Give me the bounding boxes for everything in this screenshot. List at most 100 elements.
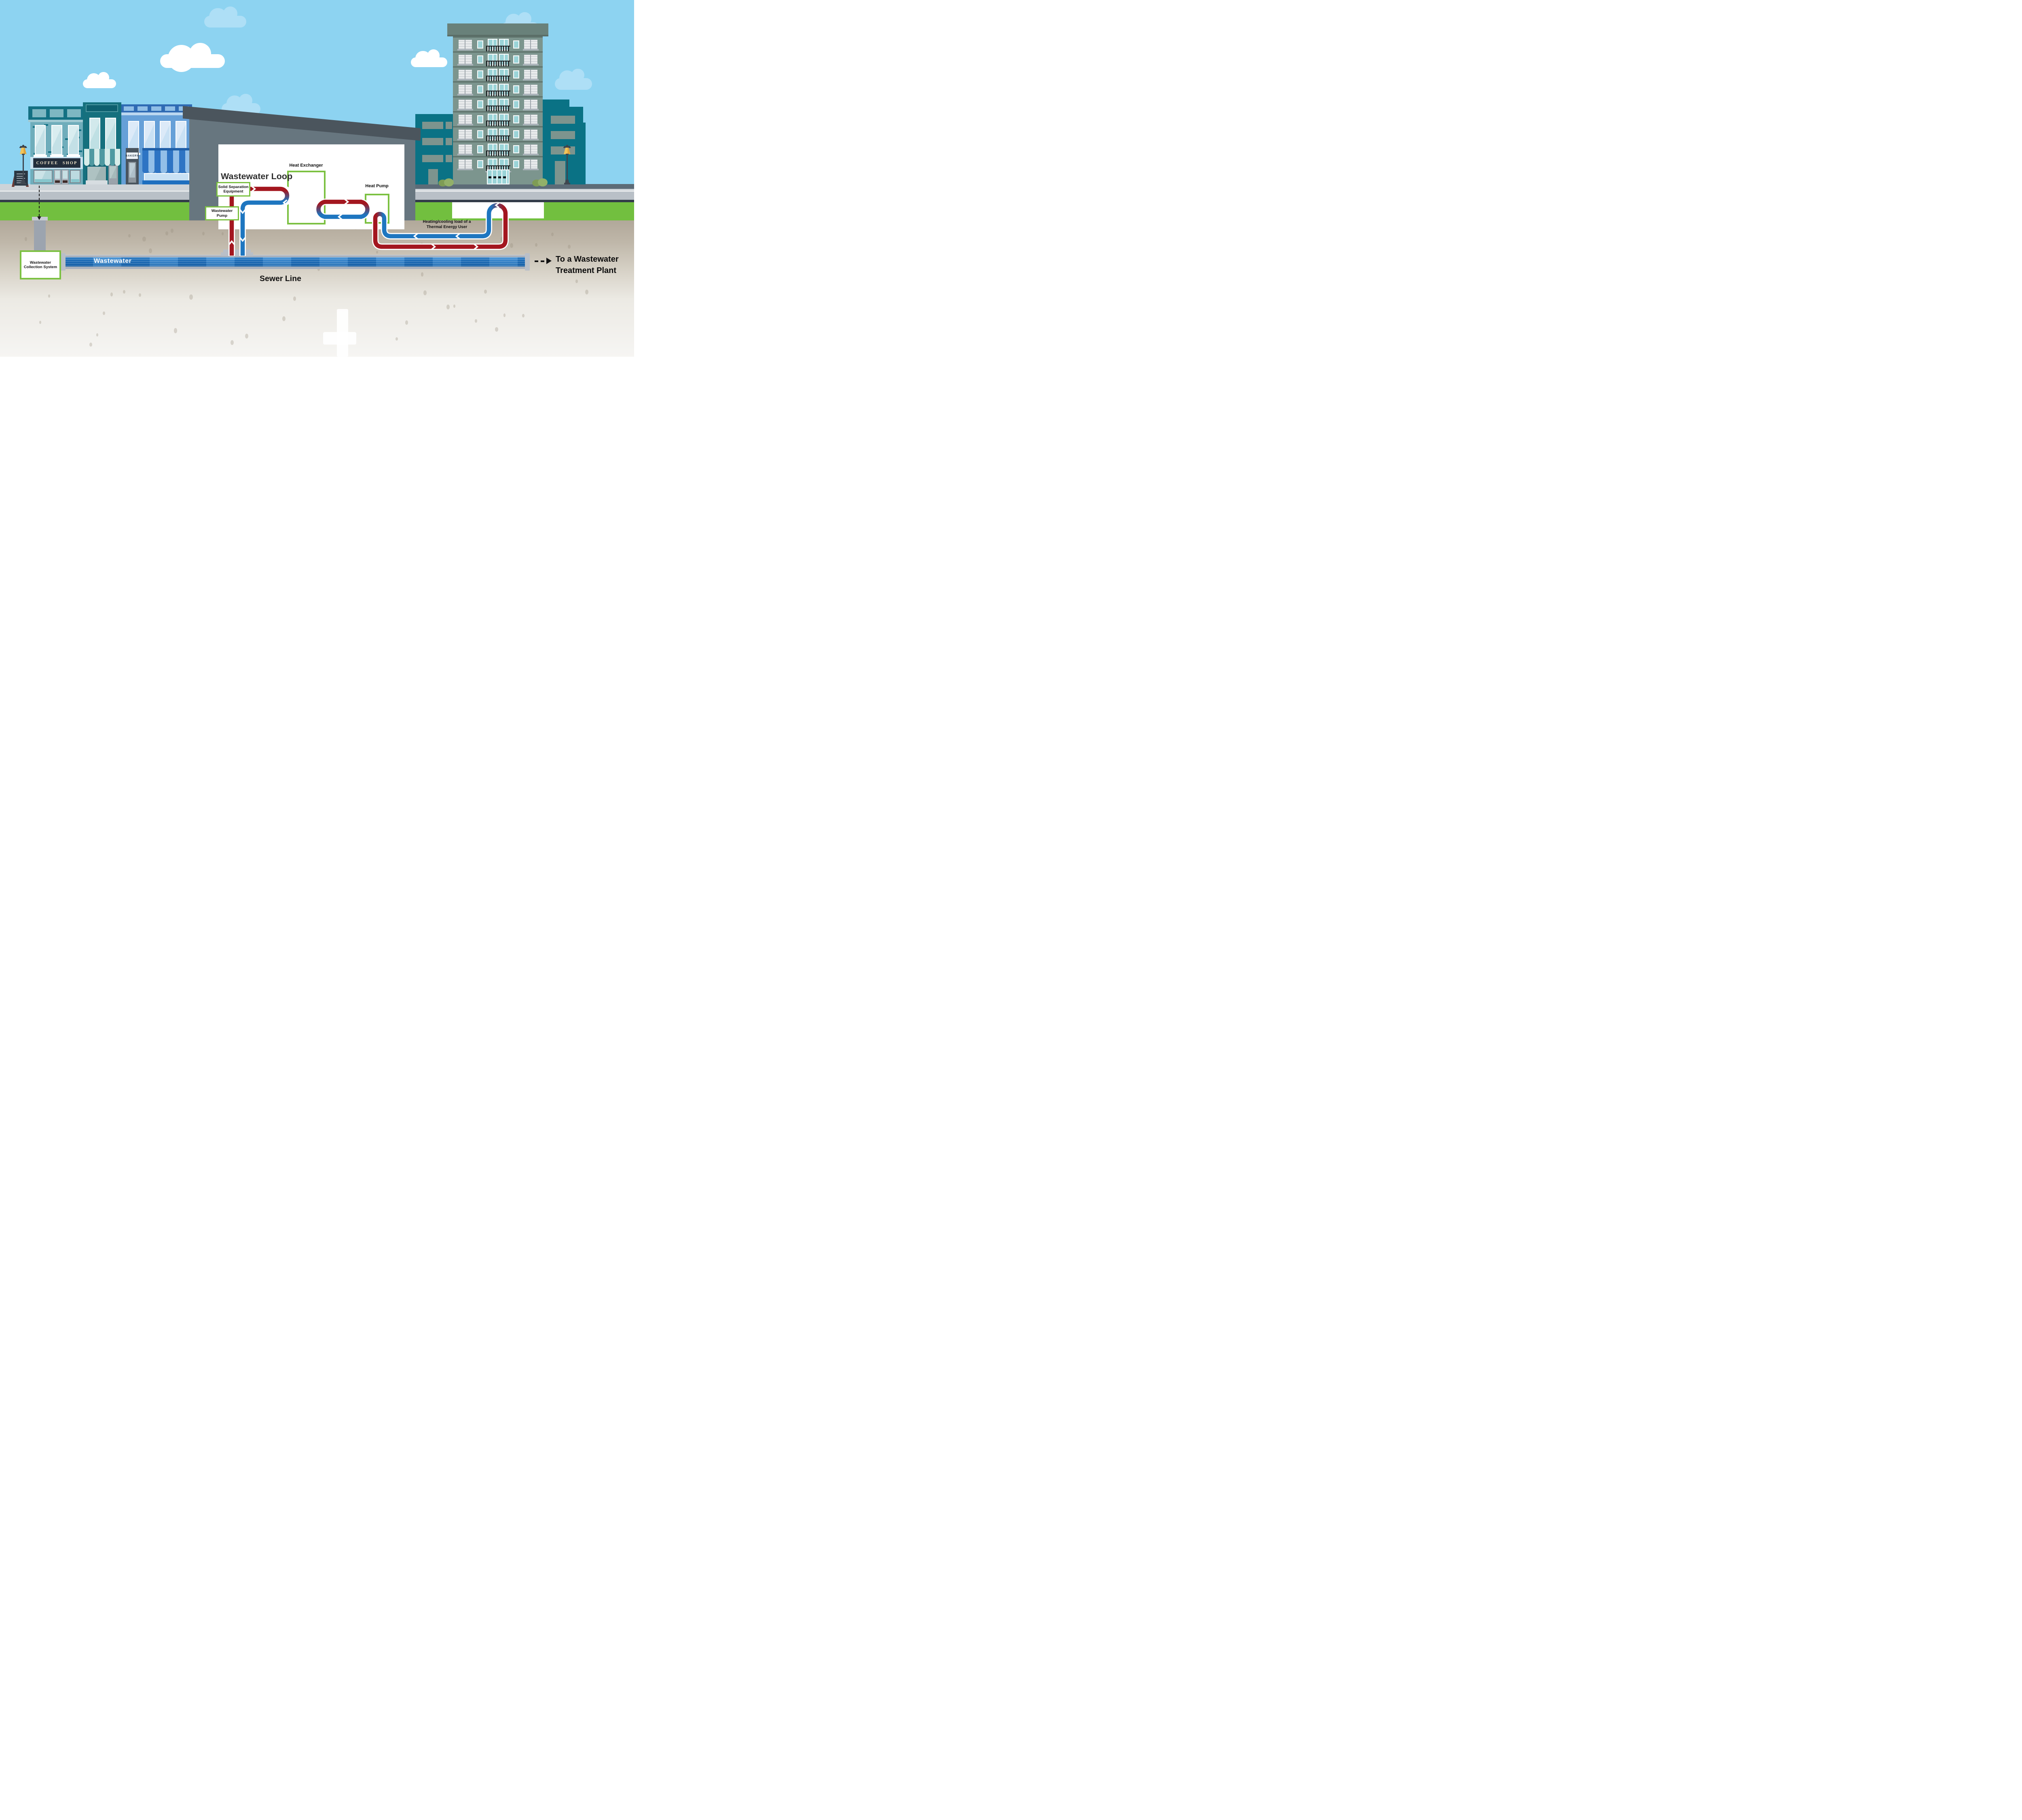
soil-speck [575,279,578,283]
teal-window-slab [422,122,443,129]
solid-separation-box: Solid Separation Equipment [216,182,250,197]
shutter-sill [523,94,539,95]
floor-separator [453,96,543,97]
small-window [513,85,519,93]
shutter-sill [523,169,539,170]
soil-speck [522,313,525,318]
teal-window-slab [551,116,575,124]
small-window [477,40,483,49]
shutter-window [459,129,472,139]
shutter-sill [523,109,539,110]
shutter-sill [457,94,473,95]
small-window [513,160,519,168]
facade-brick [48,151,52,153]
teal-building-right-door [555,161,565,184]
small-window [513,55,519,63]
apartment-floor [453,126,543,142]
apartment-floor [453,156,543,172]
collection-system-line1: Wastewater [30,260,51,265]
facade-brick [77,129,81,131]
soil-speck [282,316,286,322]
board-text-line [17,178,25,179]
collection-standpipe [34,220,46,251]
coffee-door-glass [55,171,60,179]
soil-speck [446,304,450,309]
coffee-window [68,125,79,155]
shutter-window [524,55,537,64]
bush [538,178,548,186]
apartment-floor [453,51,543,68]
floor-separator [453,141,543,142]
coffee-door-kick [55,180,60,183]
soil-speck [39,320,42,324]
shutter-sill [523,154,539,155]
soil-speck [293,296,296,301]
soil-speck [453,305,455,308]
pipe-casing [239,186,293,256]
soil-speck [128,234,131,237]
soil-speck [202,232,205,236]
cloud-puff [97,72,109,83]
teal-window-slab [446,138,452,145]
soil-speck [585,289,588,295]
factory-roof [183,106,421,141]
apartment-entrance-dashes [489,176,508,178]
pipe-hot-distribution [373,216,508,249]
soil-speck [396,337,398,341]
soil-speck [139,293,142,297]
small-window [513,100,519,108]
floor-separator [453,66,543,68]
coffee-door-kick [63,180,68,183]
teal-window-slab [422,138,443,145]
soil-speck [503,313,506,317]
bakery-door-glass [129,163,135,178]
apartment-floor [453,81,543,97]
coffee-cornice-panel [67,109,81,117]
wastewater-loop-title: Wastewater Loop [221,171,293,181]
pipe-gradient-left-arc [316,199,326,219]
awning-stripe [89,149,95,166]
facade-brick [65,138,69,140]
street-lamp-left [18,144,28,185]
coffee-sign: COFFEE SHOP [33,158,80,168]
shutter-window [459,70,472,79]
shutter-window [524,144,537,154]
small-window [513,130,519,138]
awning-stripe [167,148,173,173]
shutter-window [459,159,472,169]
bakery-window [144,121,155,153]
collection-system-line2: Collection System [23,265,57,269]
sewer-cap-left [61,253,66,271]
soil-speck [170,228,173,233]
heat-pump-label: Heat Pump [365,184,389,188]
floor-separator [453,126,543,127]
floor-separator [453,36,543,38]
thermal-load-label: Heating/cooling load of a Thermal Energy… [415,220,479,230]
small-window [513,115,519,123]
awning-stripe [115,149,121,166]
bush [444,178,454,186]
shutter-sill [523,64,539,66]
shutter-sill [457,79,473,80]
floor-separator [453,81,543,83]
awning-stripe [173,148,179,173]
soil-speck [551,232,554,237]
pipe-casing [315,199,371,220]
teal-shop-awning [84,149,121,168]
pipe-network [228,186,509,256]
soil-speck [221,232,224,235]
thermal-load-line2: Thermal Energy User [426,224,467,229]
pipe-gradient-he-uturn [280,186,290,205]
coffee-ledge [28,120,85,122]
outflow-dash [535,260,538,262]
small-window [477,160,483,168]
soil-speck [149,248,152,253]
cloud-puff [189,43,212,65]
awning-stripe [154,148,161,173]
shutter-window [524,159,537,169]
inflow-dashed-arrow [39,186,40,216]
shutter-window [524,99,537,109]
treatment-plant-line2: Treatment Plant [556,266,617,275]
bakery-cornice-panel [151,106,161,111]
small-window [513,145,519,153]
